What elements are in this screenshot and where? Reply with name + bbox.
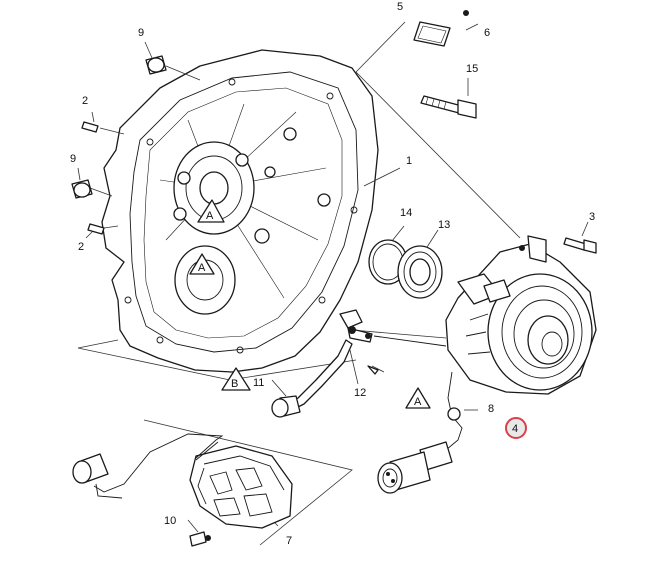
- reference-label-a-upper: A: [206, 210, 214, 222]
- dowel-pin-lower: [87, 223, 105, 235]
- highlight-circle: [505, 417, 527, 439]
- callout-4: 4: [512, 423, 518, 435]
- leader-lines: [77, 21, 589, 546]
- callout-11: 11: [253, 377, 264, 389]
- reference-marker-a-middle: A: [189, 253, 215, 275]
- callout-7: 7: [286, 535, 292, 547]
- bushing-upper: [145, 55, 167, 75]
- callout-9-lower: 9: [70, 153, 76, 165]
- clutch-housing: [101, 49, 379, 373]
- callout-1: 1: [406, 155, 412, 167]
- actuator-harness: [72, 433, 224, 499]
- bolt-short: [563, 237, 597, 254]
- reference-marker-b: B: [221, 367, 251, 391]
- sensor-cable: [377, 371, 463, 494]
- callout-9-upper: 9: [138, 27, 144, 39]
- cover-plate: [413, 21, 451, 47]
- callout-6: 6: [484, 27, 490, 39]
- hydraulic-pipe: [271, 339, 353, 418]
- dowel-pin-upper: [81, 121, 99, 133]
- slave-cylinder: [445, 235, 597, 395]
- reference-marker-a-lower: A: [405, 387, 431, 409]
- callout-5: 5: [397, 1, 403, 13]
- reference-label-b: B: [231, 378, 238, 390]
- bleed-hose: [339, 309, 447, 375]
- callout-3: 3: [589, 211, 595, 223]
- callout-8: 8: [488, 403, 494, 415]
- callout-13: 13: [438, 219, 450, 231]
- small-screw: [463, 10, 469, 16]
- actuator-module: [189, 445, 293, 547]
- reference-label-a-middle: A: [198, 262, 206, 274]
- callout-12: 12: [354, 387, 366, 399]
- callout-4-highlight[interactable]: 4: [505, 417, 527, 439]
- reference-label-a-lower: A: [414, 396, 422, 408]
- bushing-lower: [71, 179, 93, 199]
- bolt-long: [420, 95, 477, 119]
- callout-15: 15: [466, 63, 478, 75]
- shaft-seal: [397, 245, 443, 299]
- callout-14: 14: [400, 207, 412, 219]
- reference-marker-a-upper: A: [197, 199, 225, 223]
- callout-2-upper: 2: [82, 95, 88, 107]
- callout-10: 10: [164, 515, 176, 527]
- callout-2-lower: 2: [78, 241, 84, 253]
